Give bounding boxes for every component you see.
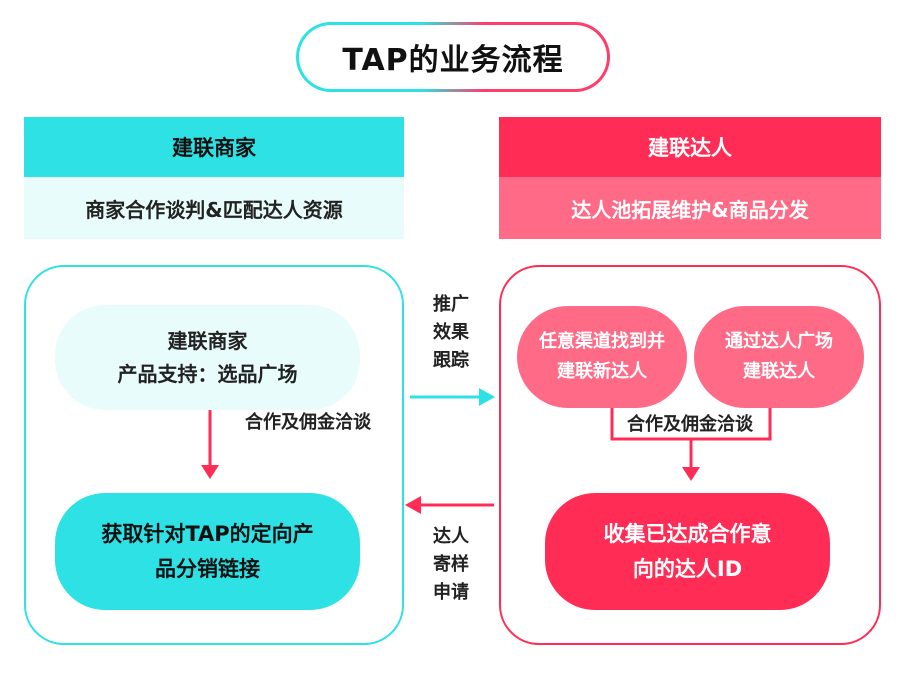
sample-application-label: 达人 寄样 申请	[420, 520, 482, 610]
creator-square-node: 通过达人广场 建联达人	[694, 306, 864, 408]
promo-arrow-head	[479, 388, 495, 406]
left-negotiation-label: 合作及佣金洽谈	[245, 412, 371, 434]
promo-tracking-label: 推广 效果 跟踪	[420, 288, 482, 378]
distribution-link-node: 获取针对TAP的定向产 品分销链接	[55, 493, 360, 610]
right-down-arrow-head	[682, 467, 700, 481]
right-flow-panel	[499, 265, 881, 645]
merchant-product-support-node: 建联商家 产品支持：选品广场	[55, 305, 360, 410]
apply-label-text: 达人 寄样 申请	[433, 526, 469, 603]
collect-creator-id-node: 收集已达成合作意 向的达人ID	[545, 493, 830, 610]
merchant-node-text: 建联商家 产品支持：选品广场	[117, 328, 298, 386]
link-node-text: 获取针对TAP的定向产 品分销链接	[101, 521, 314, 581]
right-negotiation-label: 合作及佣金洽谈	[627, 414, 753, 436]
right-column-subheader: 达人池拓展维护&商品分发	[499, 177, 881, 239]
left-column-subheader: 商家合作谈判&匹配达人资源	[24, 177, 404, 239]
collect-node-text: 收集已达成合作意 向的达人ID	[603, 521, 772, 581]
left-down-arrow-head	[201, 465, 219, 479]
any-channel-creator-node: 任意渠道找到并 建联新达人	[517, 306, 687, 408]
channel-node-text: 任意渠道找到并 建联新达人	[539, 331, 665, 382]
promo-label-text: 推广 效果 跟踪	[433, 294, 469, 371]
diagram-title: TAP的业务流程	[296, 22, 610, 92]
square-node-text: 通过达人广场 建联达人	[725, 331, 833, 382]
left-column-header: 建联商家	[24, 117, 404, 177]
left-flow-panel	[24, 265, 404, 645]
right-column-header: 建联达人	[499, 117, 881, 177]
apply-arrow-head	[405, 496, 421, 514]
